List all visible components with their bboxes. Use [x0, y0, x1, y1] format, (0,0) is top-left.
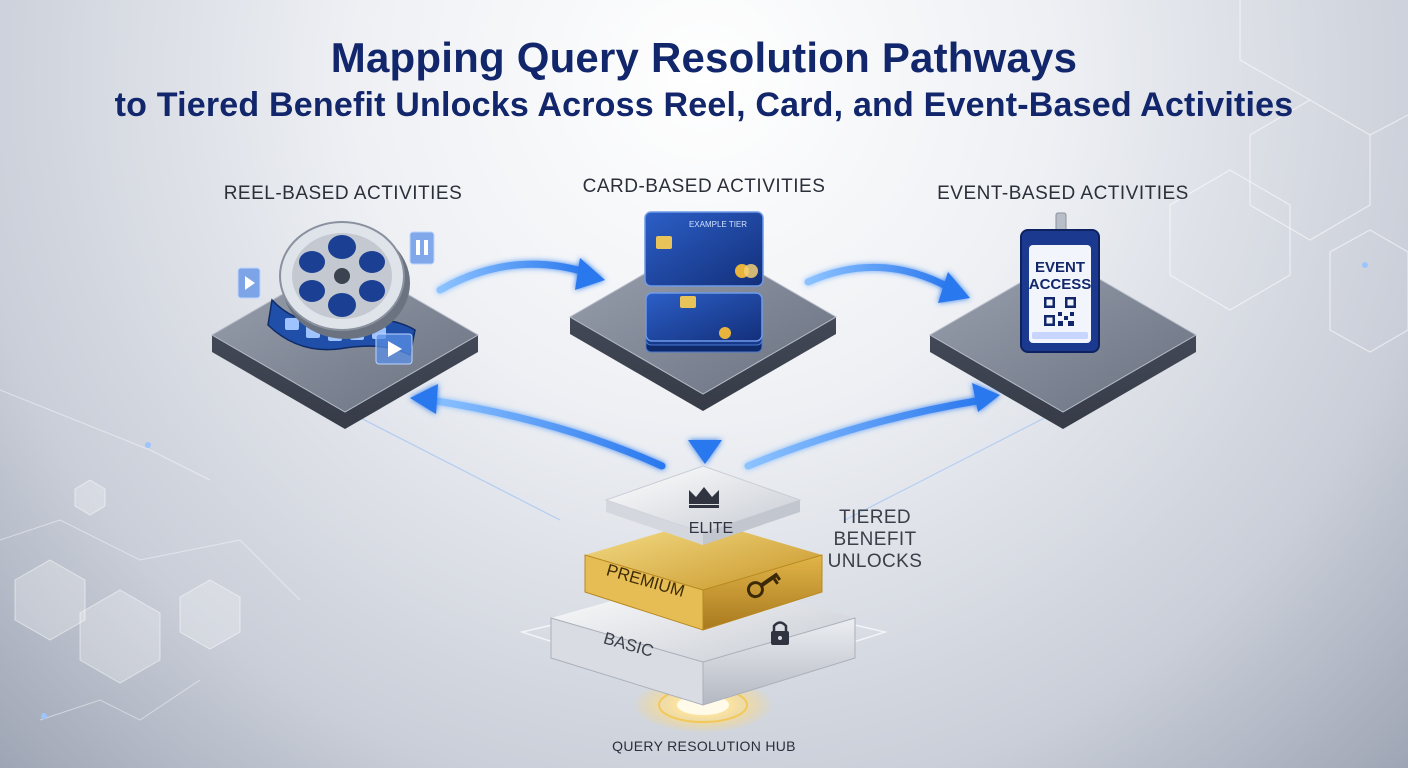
connection-lines: [344, 409, 1061, 521]
badge-text-line-2: ACCESS: [1029, 276, 1092, 293]
arrow-heads: [410, 258, 1000, 464]
tier-premium: PREMIUM: [584, 520, 823, 631]
arrow-reel-to-card: [436, 260, 589, 294]
lock-icon: [771, 621, 789, 645]
title-line-1: Mapping Query Resolution Pathways: [330, 34, 1078, 81]
card-brand-text: EXAMPLE TIER: [689, 220, 747, 229]
credit-card-icon: EXAMPLE TIER: [644, 211, 764, 353]
hub-label: QUERY RESOLUTION HUB: [612, 738, 796, 754]
arrow-card-to-event: [804, 263, 954, 292]
event-activities-label: EVENT-BASED ACTIVITIES: [937, 183, 1189, 204]
tier-elite-label: ELITE: [689, 520, 733, 537]
card-activities-label: CARD-BASED ACTIVITIES: [582, 176, 826, 197]
title-line-2: to Tiered Benefit Unlocks Across Reel, C…: [114, 86, 1294, 124]
key-icon: [746, 572, 782, 599]
tiered-benefit-label-line-1: TIERED BENEFIT: [833, 507, 917, 550]
crown-icon: [689, 487, 719, 508]
tiered-benefit-label: TIERED BENEFIT UNLOCKS: [800, 507, 950, 573]
badge-text-line-1: EVENT: [1035, 259, 1085, 276]
event-badge-icon: EVENT ACCESS: [1020, 212, 1100, 353]
tier-elite: ELITE: [604, 465, 802, 545]
reel-activities-label: REEL-BASED ACTIVITIES: [223, 183, 463, 204]
tiered-benefit-label-line-2: UNLOCKS: [827, 551, 923, 572]
arrow-tiers-to-reel: [426, 396, 666, 470]
film-reel-icon: [237, 221, 435, 365]
arrow-tiers-to-event: [744, 396, 986, 470]
qr-code-icon: [1044, 297, 1076, 326]
pathway-arrows: [426, 260, 986, 470]
tier-pyramid: BASIC PREMIUM: [550, 465, 856, 706]
